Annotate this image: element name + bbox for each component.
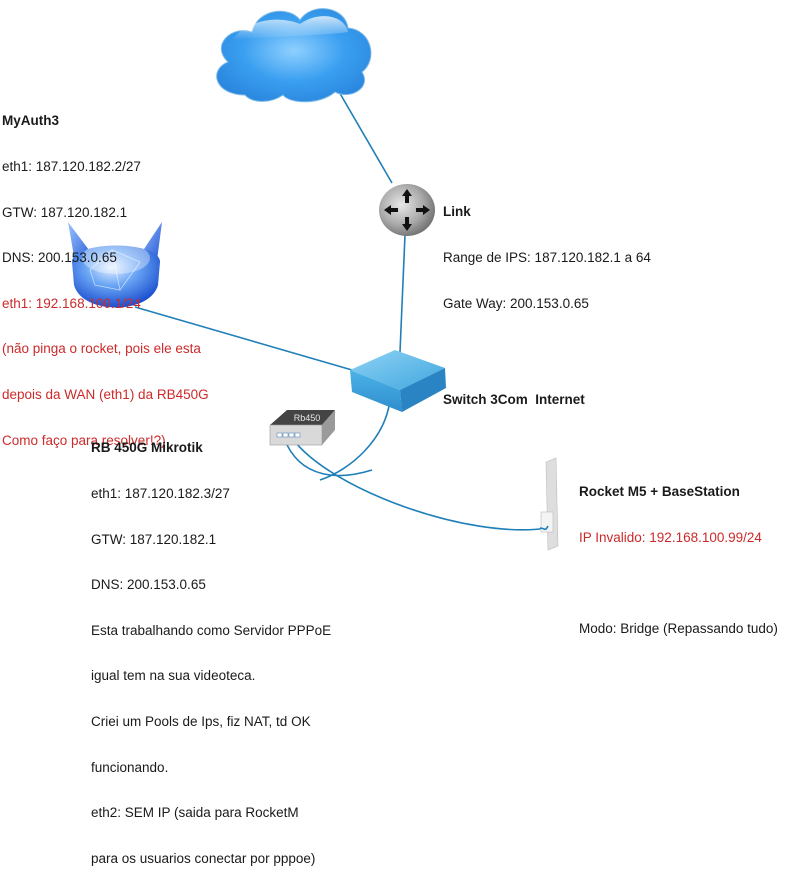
cloud-icon [216, 8, 372, 103]
myauth-line: DNS: 200.153.0.65 [2, 250, 117, 266]
rb450-label: RB 450G Mikrotik eth1: 187.120.182.3/27 … [91, 410, 331, 881]
rocket-label: Rocket M5 + BaseStation IP Invalido: 192… [579, 454, 778, 651]
rb450-line: igual tem na sua videoteca. [91, 668, 256, 684]
myauth-line: GTW: 187.120.182.1 [2, 204, 128, 220]
switch-icon [350, 350, 446, 412]
spacer [579, 576, 778, 591]
connection-cloud-link [337, 89, 393, 184]
server-globe-icon [68, 222, 162, 308]
rb450-line: Esta trabalhando como Servidor PPPoE [91, 622, 332, 638]
mikrotik-router-icon: Rb450 [269, 410, 335, 446]
myauth-label: MyAuth3 eth1: 187.120.182.2/27 GTW: 187.… [2, 83, 209, 463]
network-diagram: Rb450 [68, 8, 559, 551]
myauth-line: eth1: 187.120.182.2/27 [2, 159, 141, 175]
rb450-device-label: Rb450 [294, 413, 321, 423]
link-line: Gate Way: 200.153.0.65 [443, 295, 589, 311]
switch-label: Switch 3Com Internet [443, 362, 585, 423]
connections [134, 89, 549, 531]
rb450-line: eth1: 187.120.182.3/27 [91, 486, 230, 502]
rocket-warning-line: IP Invalido: 192.168.100.99/24 [579, 530, 762, 546]
link-title: Link [443, 204, 471, 220]
rb450-line: eth2: SEM IP (saida para RocketM [91, 805, 299, 821]
link-line: Range de IPS: 187.120.182.1 a 64 [443, 250, 651, 266]
connection-myauth-switch [134, 306, 353, 371]
rb450-line: DNS: 200.153.0.65 [91, 577, 206, 593]
myauth-title: MyAuth3 [2, 113, 59, 129]
myauth-warning-line: eth1: 192.168.100.1/24 [2, 295, 141, 311]
link-label: Link Range de IPS: 187.120.182.1 a 64 Ga… [443, 174, 651, 326]
rb450-line: GTW: 187.120.182.1 [91, 531, 217, 547]
switch-title: Switch 3Com Internet [443, 392, 585, 408]
myauth-warning-line: (não pinga o rocket, pois ele esta [2, 341, 201, 357]
rb450-line: Criei um Pools de Ips, fiz NAT, td OK [91, 714, 311, 730]
myauth-warning-line: depois da WAN (eth1) da RB450G [2, 387, 209, 403]
rocket-title: Rocket M5 + BaseStation [579, 484, 740, 500]
connection-link-switch [399, 234, 406, 353]
rb450-line: funcionando. [91, 759, 169, 775]
myauth-warning-line: Como faço para resolver!?) [2, 432, 166, 448]
rocket-line: Modo: Bridge (Repassando tudo) [579, 621, 778, 637]
rb450-line: para os usuarios conectar por pppoe) [91, 850, 316, 866]
rb450-title: RB 450G Mikrotik [91, 440, 203, 456]
router-icon [379, 184, 435, 236]
connection-rb450-rocket-1 [283, 437, 373, 477]
connection-rb450-rocket-2 [291, 437, 549, 531]
antenna-icon [539, 457, 559, 551]
connection-switch-rb450 [319, 399, 391, 481]
